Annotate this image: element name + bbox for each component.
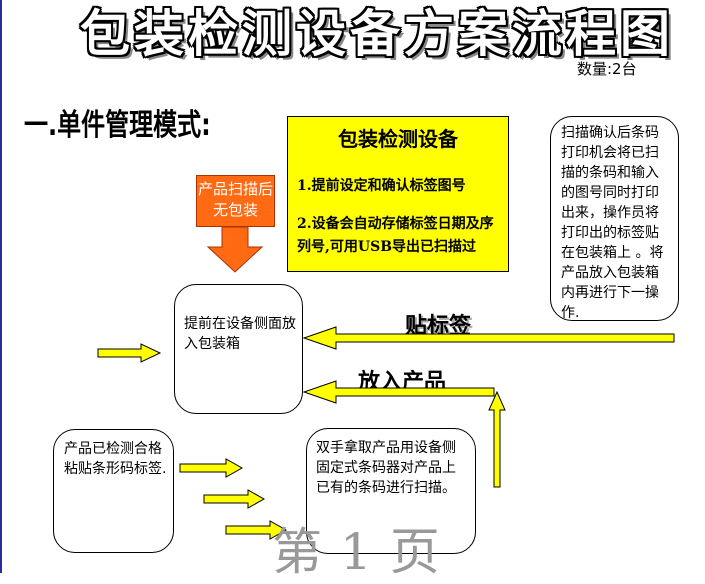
arrow-to-prepare-box <box>97 343 162 363</box>
quantity-label: 数量:2台 <box>577 60 637 78</box>
left-border-line <box>0 0 2 573</box>
no-package-callout: 产品扫描后无包装 <box>196 175 275 227</box>
arrow-checked-to-scan-3 <box>225 520 288 540</box>
device-title: 包装检测设备 <box>338 127 458 151</box>
down-arrow <box>206 226 264 273</box>
page-watermark: 第1页 <box>272 523 458 581</box>
checked-product-step: 产品已检测合格粘贴条形码标签. <box>53 429 174 553</box>
scan-barcode-step: 双手拿取产品用设备侧固定式条码器对产品上已有的条码进行扫描。 <box>306 428 476 554</box>
arrow-put-product-horizontal <box>302 380 495 404</box>
print-label-note: 扫描确认后条码打印机会将已扫描的条码和输入的图号同时打印出来，操作员将打印出的标… <box>550 116 679 321</box>
prepare-box-step: 提前在设备侧面放入包装箱 <box>174 284 303 414</box>
arrow-stick-label <box>302 326 675 350</box>
section-heading: 一.单件管理模式: <box>24 108 211 143</box>
arrow-checked-to-scan-1 <box>179 458 244 478</box>
device-step-1: 1.提前设定和确认标签图号 <box>297 178 466 194</box>
arrow-put-product-vertical <box>488 390 506 488</box>
device-step-2: 2.设备会自动存储标签日期及序列号,可用USB导出已扫描过 <box>297 216 494 255</box>
arrow-checked-to-scan-2 <box>203 489 266 509</box>
device-info-box: 包装检测设备 1.提前设定和确认标签图号 2.设备会自动存储标签日期及序列号,可… <box>287 116 509 272</box>
main-title: 包装检测设备方案流程图 <box>80 5 674 63</box>
